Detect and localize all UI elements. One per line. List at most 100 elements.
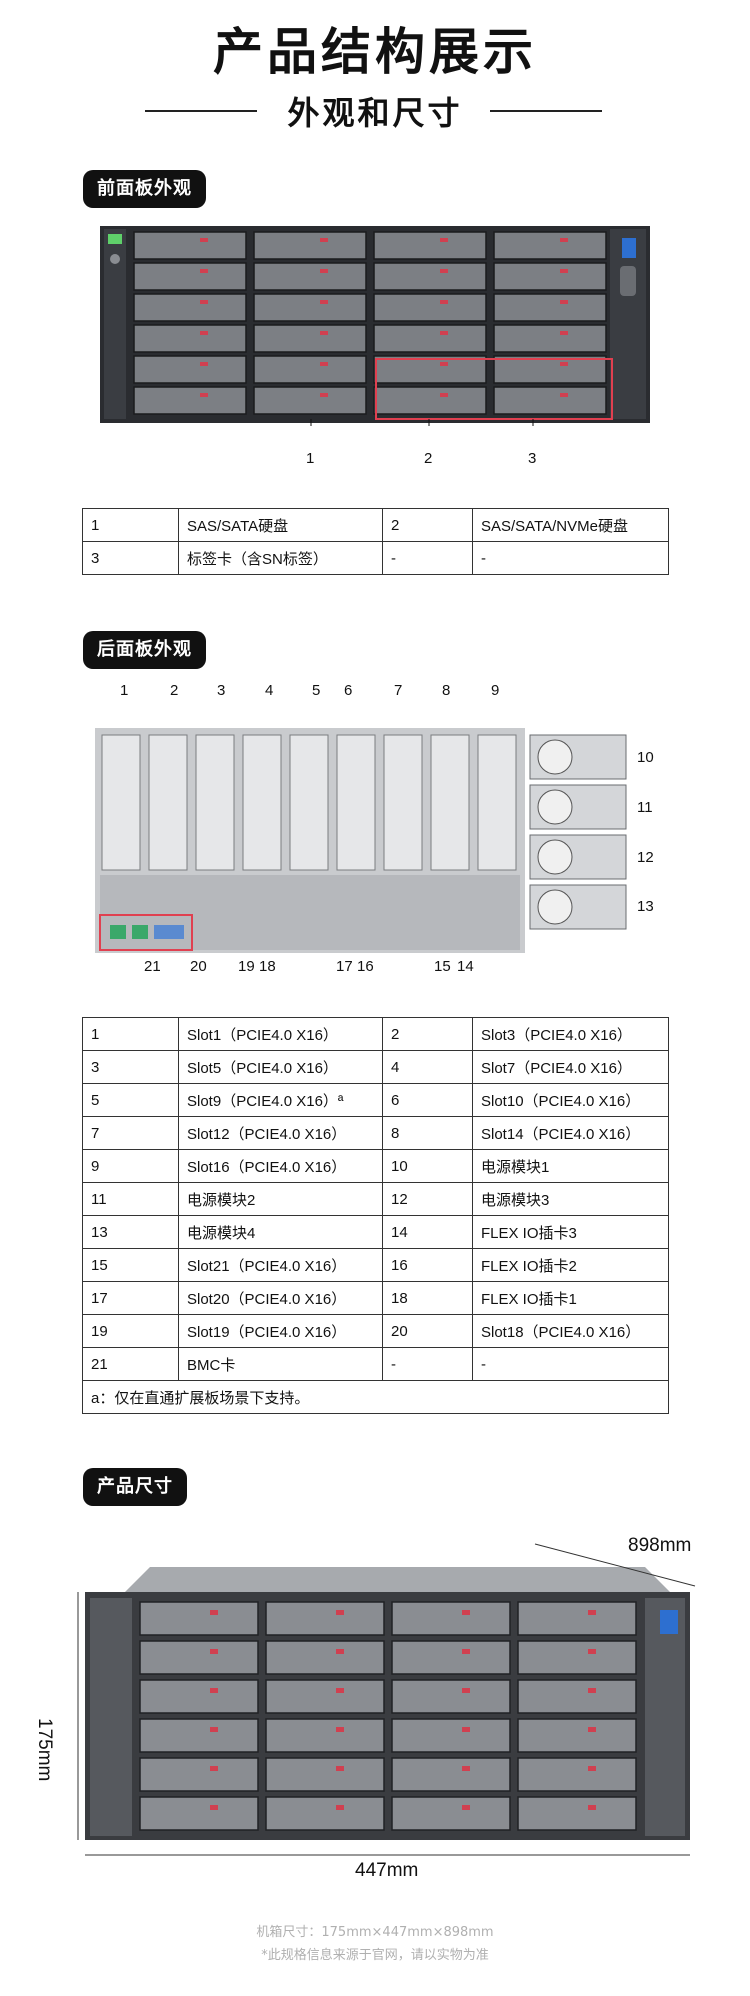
subtitle-bar: 外观和尺寸 — [0, 88, 750, 132]
drive-bay — [139, 1757, 259, 1792]
drive-led — [320, 362, 328, 366]
table-cell: Slot21（PCIE4.0 X16） — [178, 1248, 383, 1282]
drive-led — [200, 362, 208, 366]
footnote: a：仅在直通扩展板场景下支持。 — [82, 1380, 669, 1414]
subtitle: 外观和尺寸 — [287, 94, 463, 132]
drive-bay — [139, 1601, 259, 1636]
table-cell: 5 — [82, 1083, 179, 1117]
drive-bay — [265, 1601, 385, 1636]
drive-led — [560, 331, 568, 335]
drive-led — [462, 1610, 470, 1615]
drive-led — [210, 1610, 218, 1615]
drive-bay — [139, 1640, 259, 1675]
drive-led — [588, 1610, 596, 1615]
drive-bay — [253, 355, 367, 384]
drive-bay — [253, 231, 367, 260]
rear-callout-10: 10 — [637, 749, 654, 766]
drive-bay — [133, 324, 247, 353]
drive-bay — [139, 1796, 259, 1831]
table-cell: 标签卡（含SN标签） — [178, 541, 383, 575]
drive-bay — [493, 324, 607, 353]
drive-bay — [493, 293, 607, 322]
drive-bay — [133, 386, 247, 415]
drive-bay — [493, 386, 607, 415]
table-cell: 13 — [82, 1215, 179, 1249]
drive-led — [320, 238, 328, 242]
table-cell: Slot3（PCIE4.0 X16） — [472, 1017, 669, 1051]
drive-bay — [391, 1718, 511, 1753]
rear-callout-5: 5 — [312, 682, 321, 699]
table-cell: 17 — [82, 1281, 179, 1315]
front-panel-image — [100, 226, 650, 426]
drive-bay — [517, 1757, 637, 1792]
table-row: a：仅在直通扩展板场景下支持。 — [82, 1380, 669, 1414]
table-cell: Slot18（PCIE4.0 X16） — [472, 1314, 669, 1348]
fan-grille — [537, 739, 573, 775]
drive-bay — [373, 293, 487, 322]
drive-bay — [265, 1796, 385, 1831]
drive-bay — [133, 262, 247, 291]
table-cell: Slot14（PCIE4.0 X16） — [472, 1116, 669, 1150]
table-row: 1 SAS/SATA硬盘 2 SAS/SATA/NVMe硬盘 — [82, 508, 669, 542]
rear-callout-19: 19 — [238, 958, 255, 975]
footer-disclaimer: *此规格信息来源于官网，请以实物为准 — [261, 1948, 489, 1963]
drive-bay — [493, 355, 607, 384]
rear-callout-9: 9 — [491, 682, 500, 699]
drive-bay — [391, 1796, 511, 1831]
drive-led — [210, 1688, 218, 1693]
drive-bay — [517, 1718, 637, 1753]
drive-led — [440, 362, 448, 366]
drive-bay — [517, 1796, 637, 1831]
drive-led — [588, 1727, 596, 1732]
table-cell: 3 — [82, 541, 179, 575]
table-cell: 7 — [82, 1116, 179, 1150]
table-cell: 电源模块4 — [178, 1215, 383, 1249]
table-cell: Slot10（PCIE4.0 X16） — [472, 1083, 669, 1117]
rear-callout-20: 20 — [190, 958, 207, 975]
rear-callout-3: 3 — [217, 682, 226, 699]
rear-callout-11: 11 — [637, 799, 653, 816]
drive-bay — [253, 386, 367, 415]
drive-led — [560, 300, 568, 304]
table-cell: Slot7（PCIE4.0 X16） — [472, 1050, 669, 1084]
pcie-slot — [430, 734, 470, 871]
drive-bay — [253, 293, 367, 322]
drive-bay — [373, 324, 487, 353]
drive-bay — [253, 324, 367, 353]
drive-bay — [265, 1679, 385, 1714]
fan-grille — [537, 889, 573, 925]
table-cell: 1 — [82, 1017, 179, 1051]
rear-panel-image — [95, 728, 627, 953]
table-cell: 3 — [82, 1050, 179, 1084]
dimensions-section-label: 产品尺寸 — [83, 1468, 187, 1506]
footer-dimensions: 机箱尺寸：175mm×447mm×898mm — [256, 1925, 494, 1940]
rear-callout-15: 15 — [434, 958, 451, 975]
rear-panel-section-label: 后面板外观 — [83, 631, 206, 669]
drive-led — [588, 1688, 596, 1693]
table-cell: 12 — [382, 1182, 473, 1216]
table-cell: - — [382, 541, 473, 575]
drive-led — [560, 362, 568, 366]
drive-led — [210, 1727, 218, 1732]
drive-led — [336, 1727, 344, 1732]
drive-bay — [373, 231, 487, 260]
drive-bay — [265, 1757, 385, 1792]
table-cell: 19 — [82, 1314, 179, 1348]
table-cell: 16 — [382, 1248, 473, 1282]
drive-led — [320, 269, 328, 273]
drive-led — [336, 1649, 344, 1654]
pcie-slot — [289, 734, 329, 871]
drive-bay — [373, 355, 487, 384]
page-title: 产品结构展示 — [213, 23, 537, 81]
drive-led — [440, 393, 448, 397]
table-cell: Slot19（PCIE4.0 X16） — [178, 1314, 383, 1348]
